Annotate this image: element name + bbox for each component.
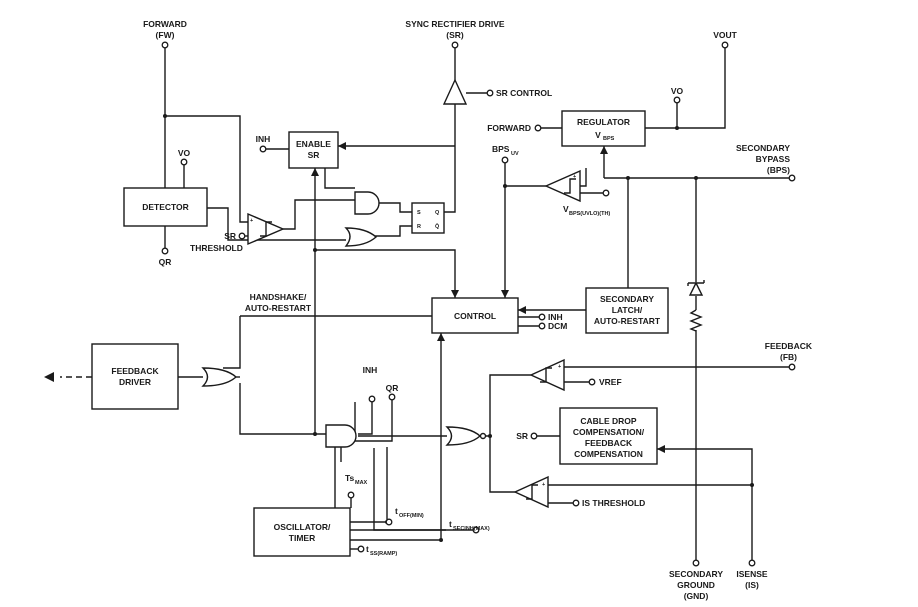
ff-qbar: Q̄ [435, 223, 440, 230]
handshake-label-1: HANDSHAKE/ [250, 292, 307, 302]
comparator-bps: + [544, 169, 581, 203]
regulator-label: REGULATOR [577, 117, 630, 127]
secondary-bypass-1: SECONDARY [736, 143, 790, 153]
ts-max-label: Ts [345, 473, 355, 483]
tss-label: t [366, 544, 369, 554]
or-gate-comp [445, 426, 482, 446]
comparator-sr-threshold: + [247, 212, 285, 246]
svg-text:+: + [250, 218, 253, 224]
comparator-fb: + [529, 358, 565, 392]
sr-cable-label: SR [516, 431, 528, 441]
toff-label: t [395, 506, 398, 516]
toff-sub: OFF(MIN) [399, 513, 424, 519]
is-threshold-label: IS THRESHOLD [582, 498, 645, 508]
comparator-is: + [513, 475, 549, 509]
cable-drop-block: CABLE DROP COMPENSATION/ FEEDBACK COMPEN… [559, 407, 658, 465]
ff-s: S [417, 210, 421, 216]
vout-label: VOUT [713, 30, 737, 40]
svg-text:+: + [558, 364, 561, 370]
latch-label-1: SECONDARY [600, 294, 654, 304]
regulator-v-sub: BPS [603, 136, 615, 142]
detector-block: DETECTOR [123, 187, 208, 227]
cable-label-1: CABLE DROP [580, 416, 637, 426]
sr-drive-sym: (SR) [446, 30, 464, 40]
osc-label-1: OSCILLATOR/ [274, 522, 331, 532]
sr-threshold-sr: SR [224, 231, 236, 241]
dcm-ctrl-label: DCM [548, 321, 567, 331]
vo-det-label: VO [178, 148, 191, 158]
resistor [689, 309, 703, 332]
feedback-pin-sym: (FB) [780, 352, 797, 362]
vbps-uvlo-sub: BPS(UVLO)(TH) [569, 211, 610, 217]
forward-pin-sym: (FW) [156, 30, 175, 40]
secondary-bypass-3: (BPS) [767, 165, 790, 175]
gnd-label-2: GROUND [677, 580, 715, 590]
osc-label-2: TIMER [289, 533, 315, 543]
gnd-label-3: (GND) [684, 591, 709, 601]
ff-r: R [417, 224, 421, 230]
sr-driver-buffer [442, 78, 468, 105]
or-gate-feedback [201, 367, 238, 387]
svg-text:+: + [573, 174, 576, 180]
vbps-uvlo-label: V [563, 204, 569, 214]
forward-reg-label: FORWARD [487, 123, 531, 133]
pin-circles [161, 41, 796, 567]
qr-and-label: QR [386, 383, 399, 393]
vo-reg-label: VO [671, 86, 684, 96]
forward-pin-label: FORWARD [143, 19, 187, 29]
oscillator-block: OSCILLATOR/ TIMER [253, 507, 351, 557]
isense-label-1: ISENSE [736, 569, 768, 579]
detector-label: DETECTOR [142, 202, 189, 212]
sr-control-label: SR CONTROL [496, 88, 552, 98]
fb-driver-label-1: FEEDBACK [111, 366, 159, 376]
and-gate-upper [354, 191, 380, 215]
feedback-pin-label: FEEDBACK [765, 341, 813, 351]
qr-det-label: QR [159, 257, 172, 267]
inh-ctrl-label: INH [548, 312, 563, 322]
sr-flipflop: S R Q Q̄ [411, 202, 445, 234]
vref-label: VREF [599, 377, 622, 387]
or-gate-lower [344, 227, 378, 247]
enable-label-2: SR [308, 150, 320, 160]
pin-labels: FORWARD (FW) SYNC RECTIFIER DRIVE (SR) V… [143, 19, 813, 601]
isense-label-2: (IS) [745, 580, 759, 590]
tss-sub: SS(RAMP) [370, 551, 397, 557]
latch-label-2: LATCH/ [612, 305, 643, 315]
arrowheads [44, 142, 665, 453]
bps-uv-sub: UV [511, 151, 519, 157]
svg-text:+: + [542, 482, 545, 488]
cable-label-4: COMPENSATION [574, 449, 643, 459]
cable-label-3: FEEDBACK [585, 438, 633, 448]
inh-enable-label: INH [256, 134, 271, 144]
ff-q: Q [435, 210, 440, 216]
tsecinh-sub: SECINH(MAX) [453, 526, 490, 532]
sr-drive-label: SYNC RECTIFIER DRIVE [405, 19, 505, 29]
gnd-label-1: SECONDARY [669, 569, 723, 579]
enable-sr-block: ENABLE SR [288, 131, 339, 169]
tsecinh-label: t [449, 519, 452, 529]
zener-diode [687, 280, 705, 296]
regulator-block: REGULATOR V BPS [561, 110, 646, 147]
handshake-label-2: AUTO-RESTART [245, 303, 312, 313]
ts-max-sub: MAX [355, 480, 368, 486]
feedback-driver-block: FEEDBACK DRIVER [91, 343, 179, 410]
or-gate-comp-bubble [479, 432, 487, 440]
and-gate-lower [325, 424, 357, 448]
secondary-latch-block: SECONDARY LATCH/ AUTO-RESTART [585, 287, 669, 334]
regulator-v-label: V [595, 130, 601, 140]
fb-driver-label-2: DRIVER [119, 377, 151, 387]
bps-uv-label: BPS [492, 144, 510, 154]
cable-label-2: COMPENSATION/ [573, 427, 645, 437]
inh-and-label: INH [363, 365, 378, 375]
secondary-bypass-2: BYPASS [756, 154, 791, 164]
wires [60, 48, 790, 560]
enable-label-1: ENABLE [296, 139, 331, 149]
sr-threshold-label: THRESHOLD [190, 243, 243, 253]
control-label: CONTROL [454, 311, 496, 321]
latch-label-3: AUTO-RESTART [594, 316, 661, 326]
control-block: CONTROL [431, 297, 519, 334]
